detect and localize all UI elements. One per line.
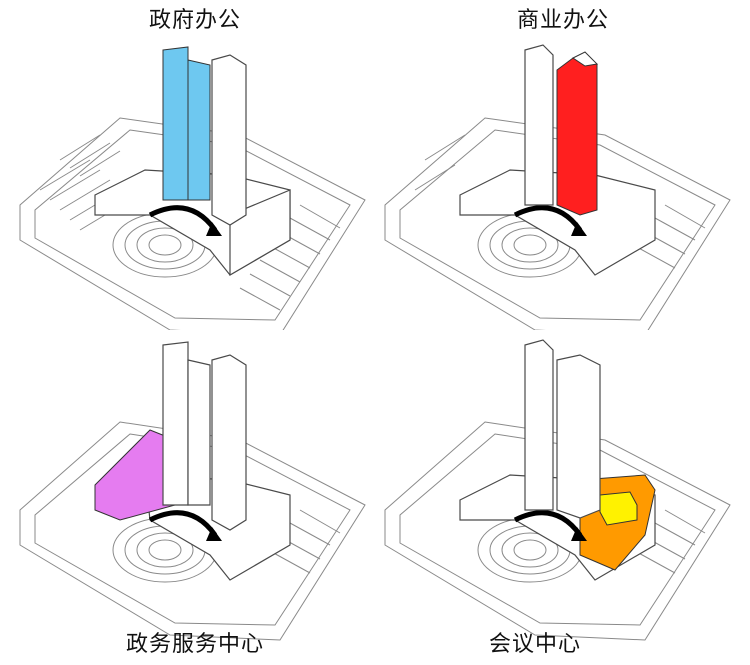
tower-government [524, 339, 554, 511]
site-plan [19, 117, 366, 330]
panel-title: 政务服务中心 [125, 632, 265, 657]
tower-main [211, 54, 247, 226]
massing-diagram [19, 46, 366, 330]
panel-title: 商业办公 [516, 8, 610, 33]
tower-government [524, 44, 554, 206]
diagram-panel-government-office: 政府办公 [0, 0, 375, 330]
flow-arrow [148, 205, 218, 232]
panel-title: 会议中心 [488, 632, 582, 657]
panel-title: 政府办公 [148, 8, 242, 33]
tower-main [211, 354, 247, 531]
diagram-panel-conference-center: 会议中心 [375, 330, 750, 665]
tower-commercial [187, 359, 211, 506]
tower-commercial [556, 51, 599, 216]
flow-arrow [513, 205, 583, 232]
diagram-panel-commercial-office: 商业办公 [375, 0, 750, 330]
flow-arrow [513, 510, 583, 537]
tower-commercial [556, 354, 601, 519]
tower-government [162, 46, 211, 201]
massing-diagram [19, 341, 366, 641]
tower-government [162, 341, 189, 506]
massing-diagram [384, 44, 731, 330]
flow-arrow [148, 510, 218, 537]
diagram-panel-service-center: 政务服务中心 [0, 330, 375, 665]
massing-diagram [384, 339, 731, 641]
